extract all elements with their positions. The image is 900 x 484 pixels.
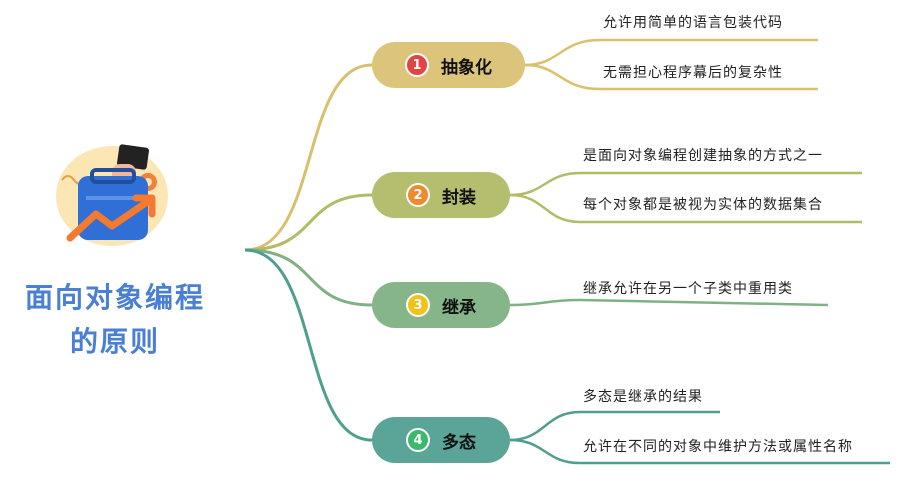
connector-branch-2-leaf-2	[509, 193, 862, 224]
leaf-node[interactable]: 多态是继承的结果	[583, 389, 703, 405]
connector-branch-1-leaf-2	[524, 63, 818, 91]
central-topic-line-1: 面向对象编程	[24, 281, 205, 314]
leaf-node[interactable]: 是面向对象编程创建抽象的方式之一	[583, 148, 823, 164]
number-badge-4: 4	[406, 428, 430, 452]
branch-label: 封装	[442, 187, 476, 208]
central-topic-title: 面向对象编程 的原则	[0, 276, 230, 364]
connector-branch-2-leaf-1	[509, 171, 862, 197]
branch-node-encapsulation[interactable]: 2 封装	[372, 172, 510, 218]
connector-branch-1-leaf-1	[524, 38, 818, 67]
connector-branch-4-leaf-2	[509, 438, 890, 465]
connector-branch-3-leaf-1	[509, 298, 829, 307]
number-badge-2: 2	[406, 183, 430, 207]
connector-root-to-branch-1	[244, 63, 373, 252]
connector-root-to-branch-2	[244, 193, 373, 252]
number-badge-3: 3	[406, 293, 430, 317]
branch-label: 继承	[442, 297, 476, 318]
branch-node-abstraction[interactable]: 1 抽象化	[372, 42, 525, 88]
branch-label: 抽象化	[441, 57, 492, 78]
branch-node-polymorphism[interactable]: 4 多态	[372, 417, 510, 463]
connector-root-to-branch-3	[244, 248, 373, 307]
leaf-node[interactable]: 继承允许在另一个子类中重用类	[583, 281, 793, 297]
leaf-node[interactable]: 允许在不同的对象中维护方法或属性名称	[583, 439, 853, 455]
briefcase-growth-icon	[56, 144, 168, 246]
leaf-node[interactable]: 允许用简单的语言包装代码	[603, 15, 783, 31]
central-topic-line-2: 的原则	[69, 325, 160, 358]
number-badge-1: 1	[405, 53, 429, 77]
branch-label: 多态	[442, 432, 476, 453]
connector-branch-4-leaf-1	[509, 410, 720, 442]
leaf-node[interactable]: 无需担心程序幕后的复杂性	[603, 65, 783, 81]
branch-node-inheritance[interactable]: 3 继承	[372, 282, 510, 328]
leaf-node[interactable]: 每个对象都是被视为实体的数据集合	[583, 197, 823, 213]
connector-root-to-branch-4	[244, 248, 373, 442]
